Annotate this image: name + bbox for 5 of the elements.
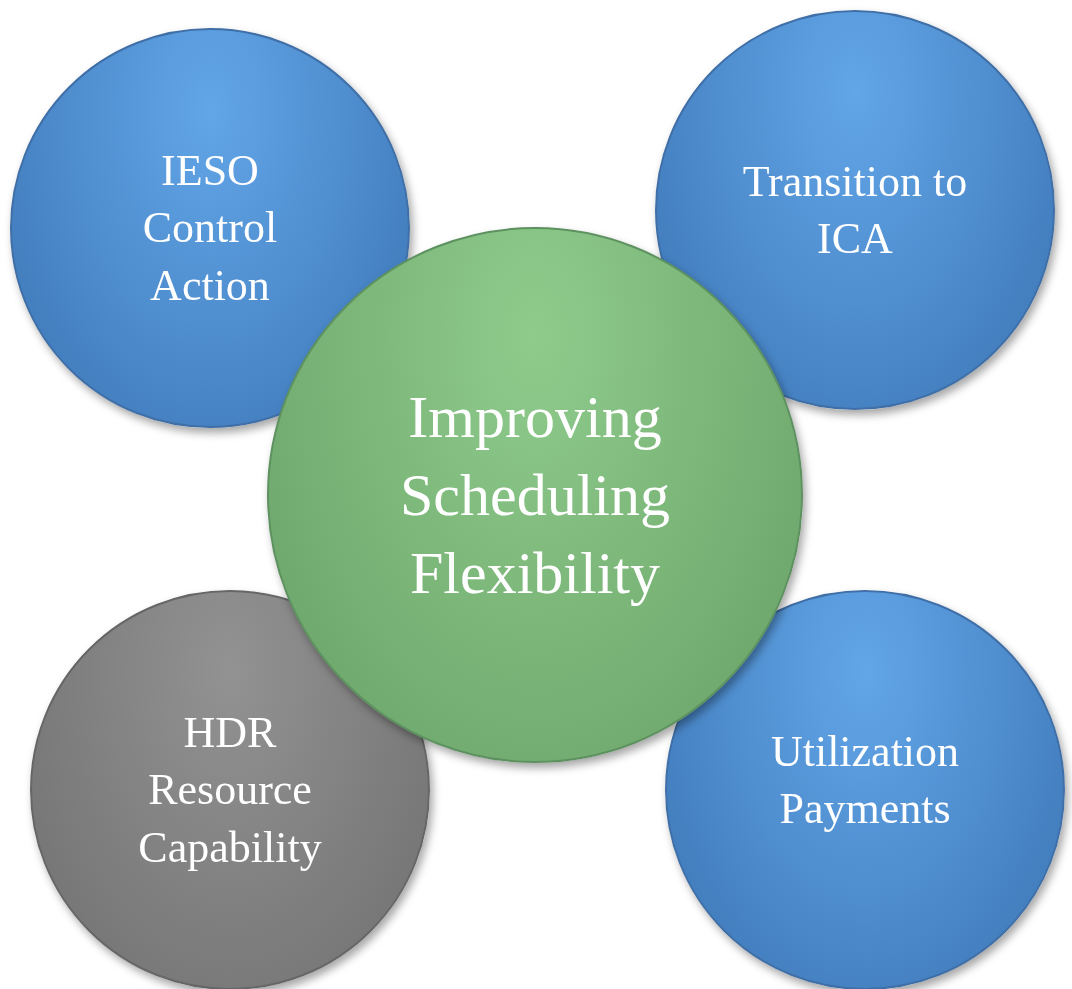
node-label: HDR Resource Capability [137,707,323,874]
node-label: Improving Scheduling Flexibility [399,383,671,608]
node-label: IESO Control Action [141,145,279,312]
node-label: Transition to ICA [741,155,969,265]
node-label: Utilization Payments [769,725,961,835]
